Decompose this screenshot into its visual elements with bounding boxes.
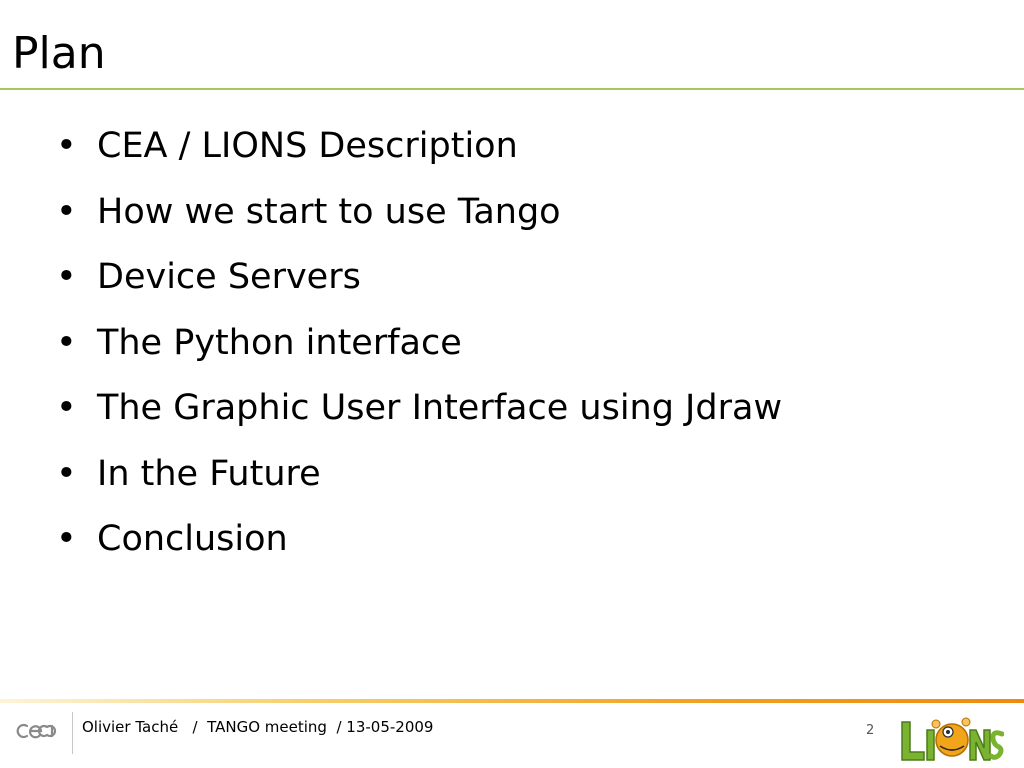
- footer-rule: [0, 699, 1024, 703]
- bullet-dot-icon: •: [56, 191, 77, 232]
- bullet-text: The Graphic User Interface using Jdraw: [97, 388, 783, 428]
- bullet-dot-icon: •: [56, 519, 77, 559]
- bullet-text: The Python interface: [97, 322, 462, 363]
- bullet-text: How we start to use Tango: [97, 191, 561, 232]
- bullet-dot-icon: •: [56, 126, 77, 166]
- footer-divider: [72, 712, 73, 754]
- slide-title: Plan: [12, 28, 106, 79]
- bullet-dot-icon: •: [56, 453, 77, 494]
- lions-logo-icon: [901, 717, 1004, 761]
- bullet-text: Device Servers: [97, 257, 361, 297]
- title-underline: [0, 88, 1024, 90]
- bullet-dot-icon: •: [56, 388, 77, 428]
- bullet-text: In the Future: [97, 453, 321, 494]
- bullet-dot-icon: •: [56, 322, 77, 363]
- cea-logo-icon: [16, 723, 57, 739]
- bullet-dot-icon: •: [56, 257, 77, 297]
- bullet-text: CEA / LIONS Description: [97, 126, 518, 166]
- page-number: 2: [866, 723, 875, 738]
- bullet-text: Conclusion: [97, 519, 288, 559]
- footer-text: Olivier Taché / TANGO meeting / 13-05-20…: [82, 718, 434, 736]
